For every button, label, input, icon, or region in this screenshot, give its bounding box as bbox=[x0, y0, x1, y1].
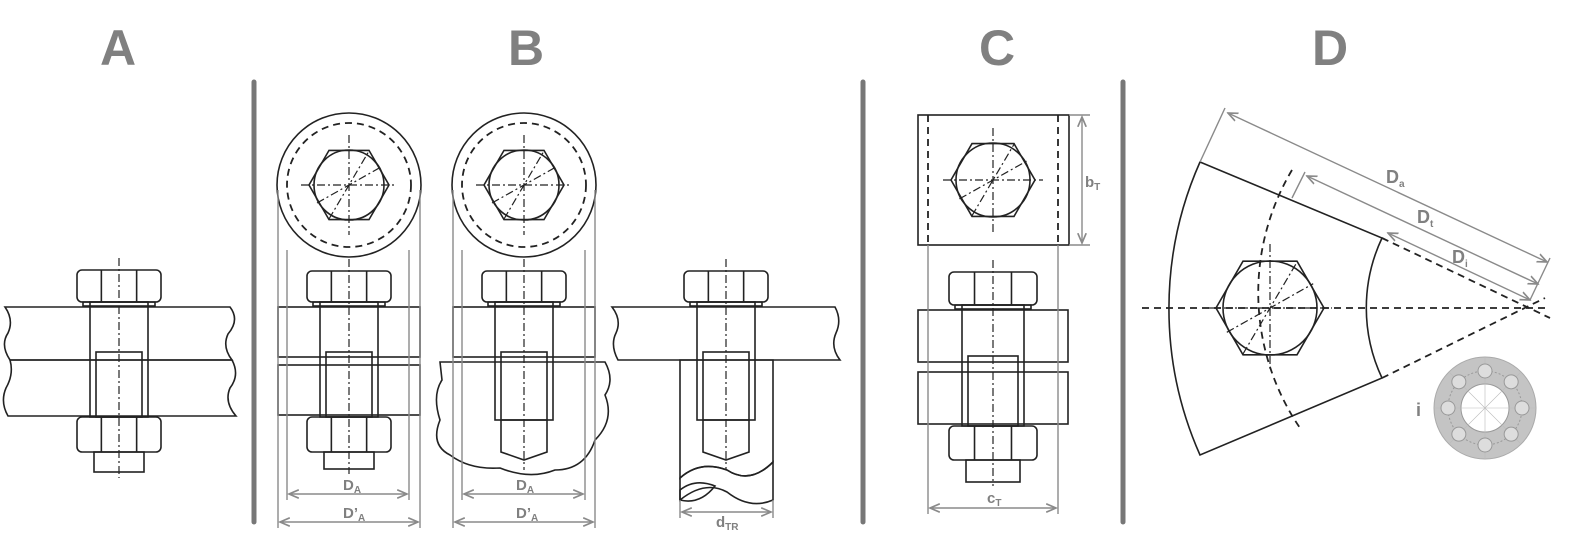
panel-c-top-view bbox=[917, 114, 1070, 246]
dim-label-da-prime-b1: D’A bbox=[343, 505, 365, 524]
flange-bolt bbox=[1503, 374, 1519, 390]
panel-b-dimension-lines bbox=[277, 190, 774, 528]
panel-b2-bolt bbox=[481, 259, 567, 470]
panel-a-title: A bbox=[100, 20, 136, 76]
flange-bolt bbox=[1477, 363, 1493, 379]
dim-label-da: Da bbox=[1386, 167, 1405, 190]
panel-b1-bolt bbox=[306, 259, 392, 474]
panel-c-title: C bbox=[979, 20, 1015, 76]
dim-label-ct: cT bbox=[987, 490, 1001, 509]
centerline bbox=[491, 166, 557, 204]
centerline bbox=[959, 160, 1027, 200]
panel-d-dimension-lines: Da Dt Di bbox=[1199, 107, 1551, 300]
panel-b2-top-view bbox=[451, 112, 597, 258]
centerline bbox=[316, 166, 382, 204]
flange-bolt bbox=[1477, 437, 1493, 453]
panel-b3-bolt bbox=[683, 259, 769, 470]
panel-b1-bolt-top bbox=[301, 135, 397, 235]
dim-label-dt: Dt bbox=[1417, 207, 1434, 230]
dim-label-da-b1: DA bbox=[343, 477, 361, 496]
panel-b2-bolt-top bbox=[476, 135, 572, 235]
flange-bolt bbox=[1451, 374, 1467, 390]
panel-b-title: B bbox=[508, 20, 544, 76]
panel-d-title: D bbox=[1312, 20, 1348, 76]
bolt-count-label: i bbox=[1416, 400, 1421, 420]
centerline bbox=[971, 143, 1015, 217]
centerline bbox=[1226, 283, 1314, 333]
flange-bolt bbox=[1514, 400, 1530, 416]
dim-label-dtr: dTR bbox=[716, 514, 739, 533]
flange-bolt bbox=[1503, 426, 1519, 442]
panel-b3-plates bbox=[610, 306, 842, 505]
panel-c-bolt-top bbox=[943, 128, 1043, 232]
dim-label-bt: bT bbox=[1085, 174, 1100, 193]
dim-label-da-b2: DA bbox=[516, 477, 534, 496]
panel-d-bolt-top bbox=[1208, 244, 1332, 372]
panel-c-dimension-lines bbox=[927, 114, 1090, 514]
tapped-hole-tip bbox=[702, 420, 750, 461]
flange-bolt bbox=[1451, 426, 1467, 442]
panel-a-clamped-plates bbox=[2, 306, 238, 417]
panel-a-bolt bbox=[76, 258, 162, 478]
flange-bolt-circle-icon bbox=[1433, 356, 1537, 460]
tapped-hole-tip bbox=[500, 420, 548, 461]
panel-b1-top-view bbox=[276, 112, 422, 258]
panel-c-bolt bbox=[948, 260, 1038, 486]
dim-label-da-prime-b2: D’A bbox=[516, 505, 538, 524]
dim-label-di: Di bbox=[1452, 247, 1468, 270]
flange-bolt bbox=[1440, 400, 1456, 416]
